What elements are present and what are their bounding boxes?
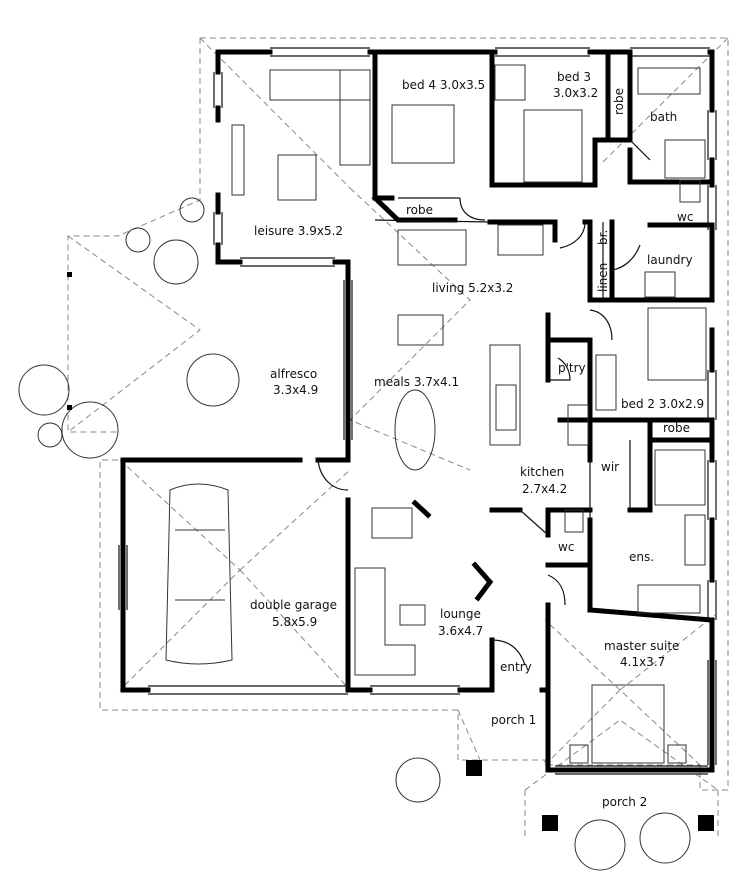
label-br: br. [596,230,610,245]
label-master-size: 4.1x3.7 [620,655,665,669]
furniture [165,64,707,764]
label-living: living 5.2x3.2 [432,281,513,295]
label-leisure: leisure 3.9x5.2 [254,224,343,238]
label-laundry: laundry [647,253,693,267]
plants [18,197,691,871]
label-kitchen-size: 2.7x4.2 [522,482,567,496]
label-porch2: porch 2 [602,795,647,809]
label-garage-name: double garage [250,598,337,612]
label-wc-top: wc [677,210,693,224]
label-robe-bed4: robe [406,203,433,217]
label-robe-bed2: robe [663,421,690,435]
room-labels: bed 4 3.0x3.5 bed 3 3.0x3.2 robe bath ro… [250,70,704,809]
label-bath: bath [650,110,677,124]
label-linen: linen [596,263,610,292]
label-robe-bed3: robe [612,88,626,115]
label-master-name: master suite [604,639,679,653]
label-kitchen-name: kitchen [520,465,564,479]
label-lounge-size: 3.6x4.7 [438,624,483,638]
label-ensuite: ens. [629,550,654,564]
posts [67,272,714,831]
label-meals: meals 3.7x4.1 [374,375,459,389]
label-wir: wir [601,460,619,474]
label-entry: entry [500,660,532,674]
label-porch1: porch 1 [491,713,536,727]
label-alfresco-size: 3.3x4.9 [273,383,318,397]
walls [120,49,715,773]
label-alfresco-name: alfresco [270,367,317,381]
label-bed2: bed 2 3.0x2.9 [621,397,704,411]
label-wc-mid: wc [558,540,574,554]
label-garage-size: 5.8x5.9 [272,615,317,629]
label-lounge-name: lounge [440,607,481,621]
label-bed3-size: 3.0x3.2 [553,86,598,100]
label-bed4: bed 4 3.0x3.5 [402,78,485,92]
label-bed3-name: bed 3 [557,70,591,84]
roof-outline [67,37,729,840]
window-lines [118,47,717,775]
label-pantry: p'try [558,361,586,375]
